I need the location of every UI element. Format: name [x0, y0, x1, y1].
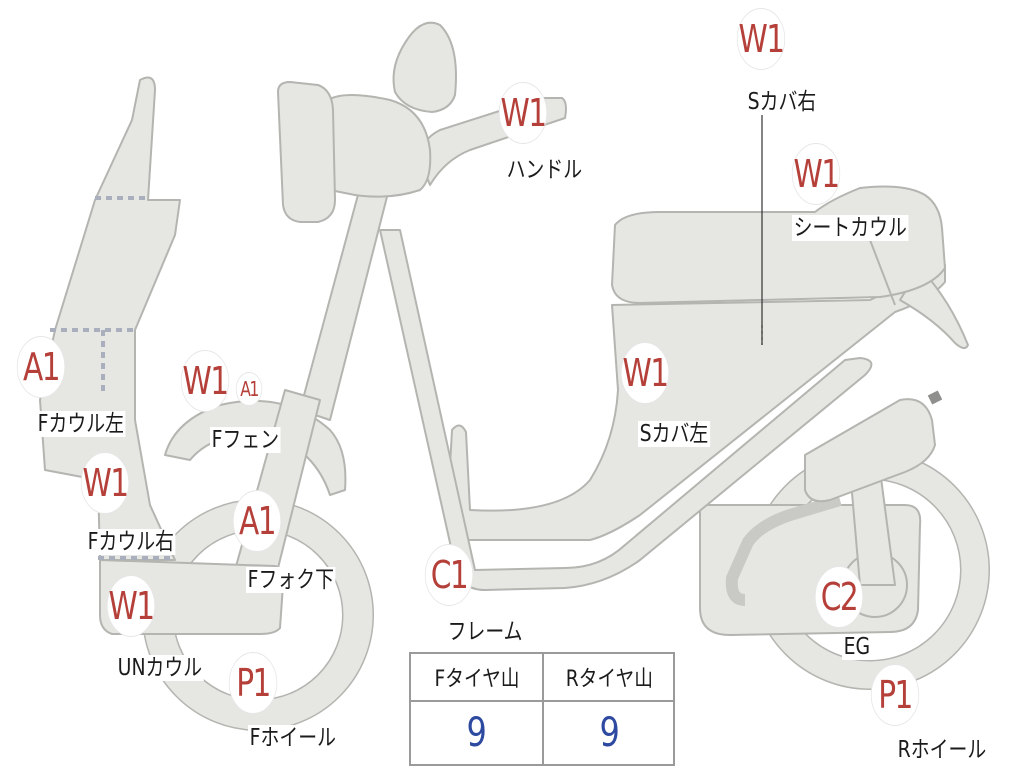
- label-f-cowl-right: Fカウル右: [86, 529, 176, 555]
- body-side-cover: [445, 264, 946, 541]
- front-tire-header: Fタイヤ山: [411, 654, 542, 702]
- mirror: [392, 21, 457, 113]
- label-seat-cowl: シートカウル: [792, 215, 909, 241]
- label-f-wheel: Fホイール: [248, 725, 338, 751]
- label-engine: EG: [842, 634, 872, 660]
- grade-badge-f-fender: W1: [180, 350, 230, 412]
- frame: [379, 229, 873, 591]
- rear-tire-value: 9: [599, 710, 620, 756]
- label-f-cowl-left: Fカウル左: [36, 411, 126, 437]
- label-s-cover-left: Sカバ左: [638, 421, 710, 447]
- grade-badge-s-cover-right: W1: [736, 8, 786, 70]
- label-s-cover-right: Sカバ右: [746, 89, 818, 115]
- grade-badge-seat-cowl: W1: [791, 143, 841, 205]
- grade-badge-f-fender-secondary: A1: [235, 372, 263, 406]
- label-f-fender: Fフェン: [210, 427, 281, 453]
- grade-badge-f-cowl-right: W1: [80, 452, 130, 514]
- label-un-cowl: UNカウル: [116, 655, 204, 681]
- rear-tire-header: Rタイヤ山: [544, 654, 675, 702]
- label-r-wheel: Rホイール: [896, 737, 988, 763]
- grade-badge-f-fork-lower: A1: [232, 490, 282, 552]
- seat: [611, 185, 946, 304]
- exhaust-pipe: [725, 494, 842, 606]
- grade-badge-f-wheel: P1: [228, 652, 278, 714]
- rear-tire-column: Rタイヤ山 9: [542, 654, 675, 764]
- grade-badge-f-cowl-left: A1: [16, 336, 66, 398]
- tire-tread-table: Fタイヤ山 9 Rタイヤ山 9: [409, 652, 675, 766]
- grade-badge-un-cowl: W1: [106, 575, 156, 637]
- front-tire-column: Fタイヤ山 9: [411, 654, 542, 764]
- label-handle: ハンドル: [505, 157, 584, 183]
- grade-badge-frame: C1: [424, 544, 474, 606]
- label-frame: フレーム: [446, 619, 525, 645]
- grade-badge-handle: W1: [498, 82, 548, 144]
- headlight-lens: [277, 81, 336, 223]
- grade-badge-r-wheel: P1: [870, 664, 920, 726]
- label-f-fork-lower: Fフォク下: [246, 567, 336, 593]
- grade-badge-s-cover-left: W1: [620, 342, 670, 404]
- grade-badge-engine: C2: [814, 566, 864, 628]
- headlight-housing: [327, 94, 432, 198]
- front-tire-value: 9: [466, 710, 487, 756]
